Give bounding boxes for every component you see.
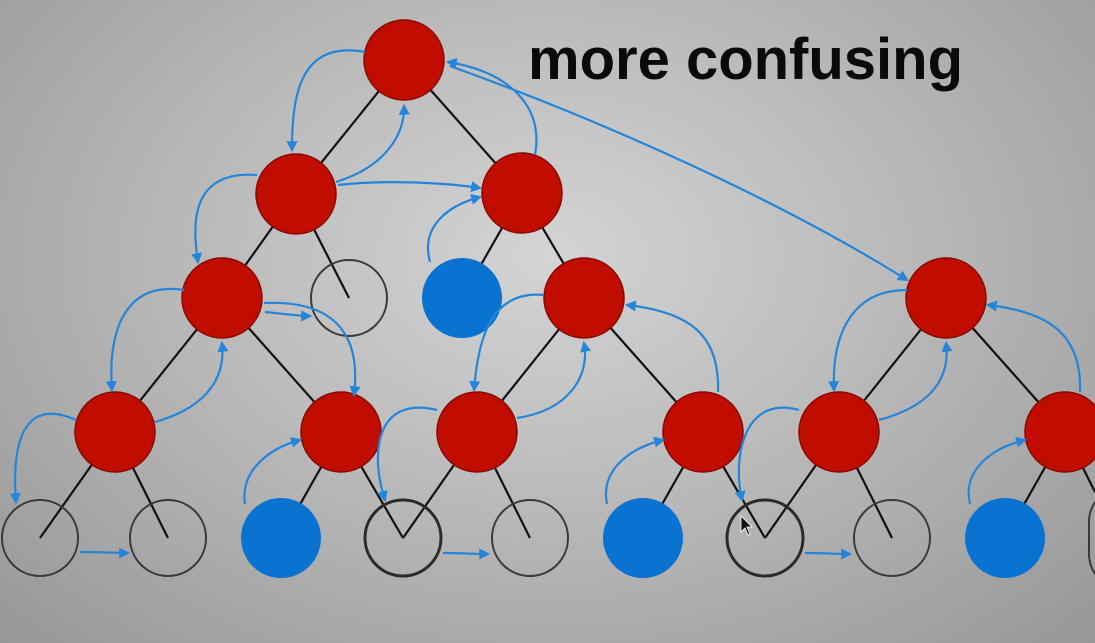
tree-node-red [905,257,987,339]
tree-node-red [543,257,625,339]
traversal-arrow [442,548,491,560]
traversal-arrow [337,181,483,193]
slide-title: more confusing [528,27,964,92]
tree-node-empty [310,259,388,337]
traversal-arrow [469,293,545,393]
traversal-arrow [734,406,800,503]
tree-node-red [300,391,382,473]
traversal-arrow [191,173,258,265]
tree-node-blue [241,498,321,578]
mouse-cursor-icon [740,515,753,536]
traversal-arrow [985,300,1082,393]
tree-node-red [255,153,337,235]
traversal-arrow [604,436,666,505]
tree-node-red [363,19,445,101]
traversal-arrow [828,288,908,393]
traversal-arrow [624,300,720,393]
traversal-arrow [243,436,303,505]
tree-node-red [1024,391,1095,473]
traversal-arrow [335,103,410,184]
tree-node-empty [853,499,931,577]
traversal-arrow [9,412,77,505]
tree-node-red [181,257,263,339]
tree-node-empty [363,498,443,578]
tree-nodes [1,19,1095,578]
tree-node-empty [491,499,569,577]
tree-node-red [662,391,744,473]
traversal-arrow [154,340,229,424]
traversal-arrow [804,548,853,560]
tree-node-empty [725,498,805,578]
tree-node-red [74,391,156,473]
traversal-arrow [427,193,483,263]
tree-node-empty-partial [1088,501,1095,575]
traversal-arrow [878,340,953,422]
traversal-arrow [79,547,131,559]
tree-node-blue [965,498,1045,578]
tree-node-red [481,152,563,234]
traversal-arrows [9,49,1082,560]
traversal-arrow [105,287,185,393]
traversal-arrow [445,57,538,156]
tree-node-red [436,391,518,473]
tree-node-empty [129,499,207,577]
tree-node-blue [422,258,502,338]
traversal-arrow [967,436,1028,505]
tree-node-empty [1,499,79,577]
tree-node-red [798,391,880,473]
traversal-arrow [516,340,592,420]
traversal-arrow [376,406,438,503]
traversal-arrow [264,310,313,322]
traversal-arrow [263,301,361,398]
tree-node-blue [603,498,683,578]
traversal-arrow [449,64,909,282]
traversal-arrow [286,49,366,153]
